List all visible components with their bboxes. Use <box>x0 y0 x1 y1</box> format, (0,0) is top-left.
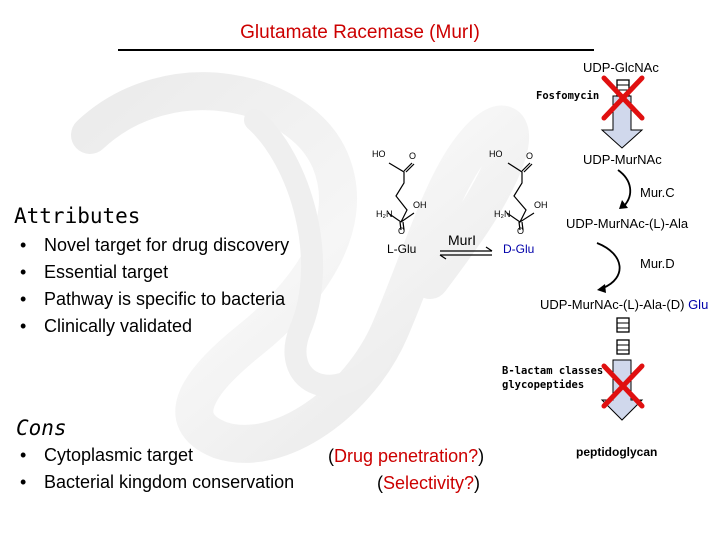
attribute-item: •Novel target for drug discovery <box>20 235 290 255</box>
attribute-item: •Pathway is specific to bacteria <box>20 289 286 309</box>
murd-arrow <box>596 242 621 293</box>
d-glu-ho-label: HO <box>489 149 503 159</box>
l-glu-o-bottom-label: O <box>398 226 406 236</box>
muri-enzyme-label: MurI <box>448 232 476 248</box>
attribute-item: •Essential target <box>20 262 169 282</box>
cons-list: •Cytoplasmic target •Bacterial kingdom c… <box>20 442 294 496</box>
udp-murnac-label: UDP-MurNAc <box>583 152 662 167</box>
attribute-item: •Clinically validated <box>20 316 193 336</box>
l-glu-oh-label: OH <box>413 200 427 210</box>
udp-murnac-ala-label: UDP-MurNAc-(L)-Ala <box>566 216 689 231</box>
title-underline <box>118 49 594 51</box>
attributes-heading: Attributes <box>14 204 141 228</box>
con-item: •Bacterial kingdom conservation <box>20 472 295 492</box>
peptidoglycan-label: peptidoglycan <box>576 445 658 459</box>
fosfomycin-label: Fosfomycin <box>536 90 600 102</box>
beta-lactam-label: B-lactam classes <box>502 365 604 377</box>
down-arrow-icon <box>600 95 644 149</box>
udp-murnac-ala-glu-label: UDP-MurNAc-(L)-Ala-(D) Glu <box>540 297 709 312</box>
d-glu-label: D-Glu <box>503 242 535 256</box>
l-glu-ho-label: HO <box>372 149 386 159</box>
attributes-list: •Novel target for drug discovery •Essent… <box>20 232 289 340</box>
selectivity-note: (Selectivity?) <box>377 473 481 493</box>
red-x-icon <box>601 363 645 409</box>
red-x-icon <box>601 75 645 121</box>
barrel-inhibitor-icon <box>616 317 630 355</box>
murd-label: Mur.D <box>640 256 675 271</box>
cons-heading: Cons <box>16 416 67 440</box>
glycopeptides-label: glycopeptides <box>502 379 585 391</box>
d-glu-o-bottom-label: O <box>517 226 525 236</box>
drug-penetration-note: (Drug penetration?) <box>328 446 485 466</box>
l-glu-o-top-label: O <box>409 151 417 161</box>
d-glu-h2n-label: H₂N <box>494 209 511 219</box>
l-glu-h2n-label: H₂N <box>376 209 393 219</box>
con-item: •Cytoplasmic target <box>20 445 194 465</box>
murc-label: Mur.C <box>640 185 675 200</box>
l-glu-structure <box>387 162 415 231</box>
d-glu-oh-label: OH <box>534 200 548 210</box>
udp-glcnac-label: UDP-GlcNAc <box>583 60 659 75</box>
page-title: Glutamate Racemase (MurI) <box>240 22 480 43</box>
l-glu-label: L-Glu <box>387 242 417 256</box>
equilibrium-arrows <box>439 246 493 260</box>
d-glu-structure <box>506 162 535 231</box>
d-glu-o-top-label: O <box>526 151 534 161</box>
murc-arrow <box>617 169 632 209</box>
